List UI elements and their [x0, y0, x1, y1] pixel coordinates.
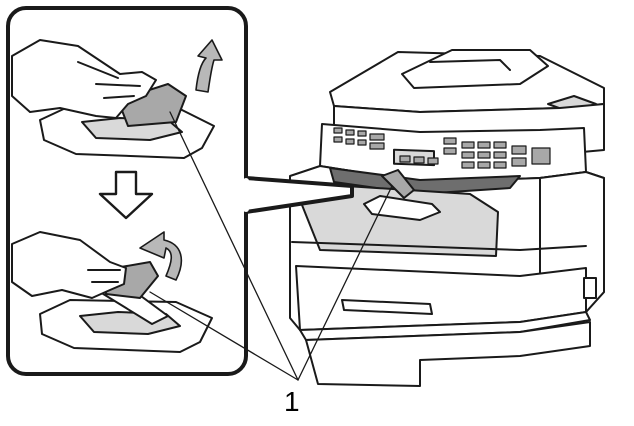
leader-to-lower-flap	[149, 291, 299, 381]
front-cover-line	[291, 241, 587, 251]
curved-up-arrow-icon	[195, 39, 223, 93]
callout-number-label: 1	[284, 386, 300, 417]
leader-to-upper-flap	[169, 111, 299, 381]
inset-panel	[6, 6, 354, 376]
hand-icon	[11, 39, 157, 119]
step-two-fold-back	[11, 231, 213, 353]
support-flap	[381, 169, 415, 199]
curved-back-arrow-icon	[139, 231, 183, 281]
hand-icon	[11, 231, 127, 299]
callout-leaders	[149, 111, 393, 381]
leader-to-printer-flap	[297, 185, 393, 381]
bottom-tray	[305, 321, 591, 387]
adf-tray-slot	[429, 59, 511, 71]
flap-upper	[117, 83, 187, 127]
down-arrow-icon	[98, 170, 154, 220]
printer-illustration	[289, 49, 605, 387]
step-one-pull-up	[11, 39, 223, 159]
panel-buttons	[333, 127, 551, 169]
adf-input-tray	[401, 49, 549, 89]
paper-tray-handle	[341, 299, 433, 315]
side-vent	[583, 277, 597, 299]
support-flap-base	[363, 195, 441, 221]
inset-pointer	[244, 176, 354, 214]
